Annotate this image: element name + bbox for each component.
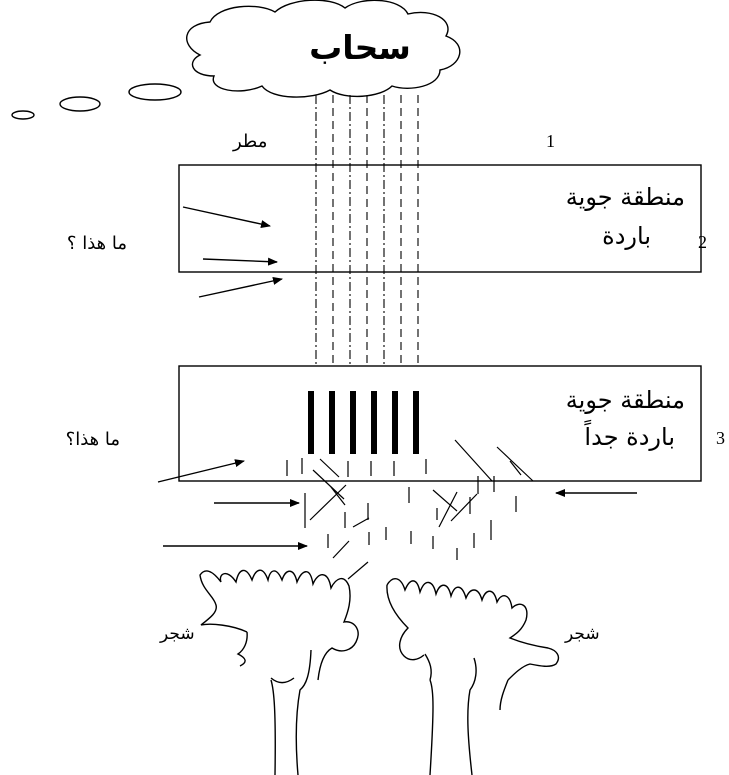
zone-2-title: منطقة جوية	[565, 183, 685, 211]
zone-1-number: 1	[546, 131, 555, 151]
rain-lines	[315, 95, 419, 367]
rain-label: مطر	[233, 131, 268, 152]
left-tree	[199, 569, 359, 775]
zone-3-subtitle: باردة جداً	[584, 423, 675, 451]
zone-3-number: 3	[716, 428, 725, 448]
zone-3-title: منطقة جوية	[565, 386, 685, 414]
right-tree-label: شجر	[565, 624, 600, 644]
thought-bubble-large	[128, 83, 182, 101]
zone-2-question: ما هذا ؟	[66, 233, 127, 254]
ice-bars	[308, 391, 419, 454]
zone-2-arrows	[182, 206, 283, 298]
zone-3-box	[178, 365, 702, 482]
zone-3-arrows	[157, 459, 637, 550]
zone-3-question: ما هذا؟	[65, 429, 120, 450]
thought-bubble-medium	[59, 96, 101, 112]
cloud-shape	[186, 0, 461, 98]
cloud-label: سحاب	[309, 28, 411, 67]
right-tree	[386, 578, 560, 775]
left-tree-label: شجر	[160, 624, 195, 644]
thought-bubble-small	[11, 110, 35, 120]
zone-2-subtitle: باردة	[602, 222, 651, 250]
zone-2-box	[178, 164, 702, 273]
falling-strokes	[286, 439, 534, 580]
zone-2-number: 2	[698, 232, 707, 252]
